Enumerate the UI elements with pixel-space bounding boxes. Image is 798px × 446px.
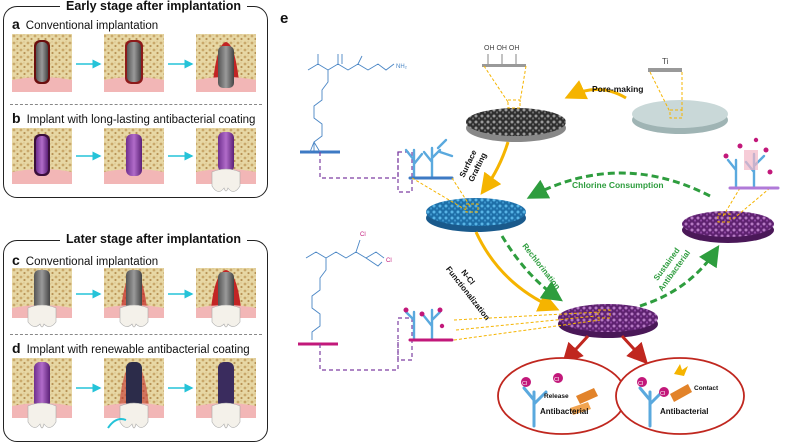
tile-b2 (104, 128, 164, 184)
panel-b-text: Implant with long-lasting antibacterial … (26, 114, 256, 126)
panel-a-label: a Conventional implantation (12, 16, 158, 32)
arrow-sustained-antibacterial (639, 244, 720, 308)
panel-c-letter: c (12, 252, 20, 268)
panel-a-letter: a (12, 16, 20, 32)
early-stage-title: Early stage after implantation (60, 0, 248, 13)
panel-a-images (12, 34, 256, 92)
panel-c-label: c Conventional implantation (12, 252, 158, 268)
release-oval (497, 357, 627, 435)
brush-blue-zoom (404, 138, 454, 180)
panel-b-images (12, 128, 256, 192)
arrow-rechlorination (500, 235, 563, 302)
antibacterial-left-label: Antibacterial (540, 407, 588, 416)
panel-d-label: d Implant with renewable antibacterial co… (12, 340, 250, 356)
nh2-label: NH₂ (396, 64, 408, 70)
arrow-chlorine-consumption (526, 171, 711, 199)
ti-disc (632, 100, 728, 134)
arrow-red-left (561, 334, 590, 365)
tile-a2 (104, 34, 164, 92)
tile-c2 (104, 268, 164, 328)
dashed-connectors-purple (319, 151, 413, 371)
panel-e-letter: e (280, 10, 289, 27)
tile-d1 (12, 358, 72, 429)
ti-bar (648, 68, 682, 72)
ti-label: Ti (662, 57, 669, 66)
brush-pink-zoom (404, 308, 454, 342)
later-divider (10, 334, 262, 335)
nci-purple-disc (558, 304, 658, 338)
cl-oval-1: Cl (522, 381, 527, 387)
panel-c-text: Conventional implantation (25, 256, 159, 268)
brush-topright (726, 150, 780, 190)
structure-amine (300, 54, 395, 154)
oh-label: OH OH OH (484, 45, 519, 52)
release-label: Release (544, 393, 569, 400)
cl-oval-2: Cl (554, 377, 559, 383)
chlorine-consumption-label: Chlorine Consumption (572, 180, 664, 190)
panel-b-letter: b (12, 110, 21, 126)
rechlorination-label: Rechlorination (520, 242, 562, 292)
panel-c-images (12, 268, 256, 328)
tile-c3 (196, 268, 256, 328)
contact-label: Contact (694, 385, 719, 392)
panel-d-text: Implant with renewable antibacterial coa… (26, 344, 250, 356)
cl-label-struct-2: Cl (386, 258, 392, 264)
later-stage-title: Later stage after implantation (60, 232, 248, 246)
antibacterial-purple-disc (682, 211, 774, 243)
tile-a1 (12, 34, 72, 92)
tile-b1 (12, 128, 72, 184)
panel-e-diagram: NH₂ Cl Cl Ti OH OH OH (298, 45, 780, 435)
tile-a3 (196, 34, 256, 92)
grafted-blue-disc (426, 198, 526, 232)
tile-d2 (104, 358, 164, 429)
panel-d-images (12, 358, 256, 429)
pore-making-label: Pore-making (592, 84, 644, 94)
tile-b3 (196, 128, 256, 192)
chloramine-dots-zoom (403, 307, 445, 329)
arrow-surface-grafting (480, 141, 510, 195)
nci-label: N-Cl Functionalization (444, 259, 500, 323)
antibacterial-right-label: Antibacterial (660, 407, 708, 416)
chloramine-dots-topright (723, 137, 773, 175)
structure-chloramine (298, 239, 385, 346)
arrow-pore-making (564, 80, 627, 100)
porous-ti-disc (466, 108, 566, 142)
surface-grafting-label: Surface Grafting (458, 147, 489, 184)
panel-d-letter: d (12, 340, 21, 356)
tile-c1 (12, 268, 72, 328)
contact-oval (615, 357, 745, 435)
tile-d3 (196, 358, 256, 429)
oh-bar (482, 64, 526, 67)
cl-label-struct-1: Cl (360, 232, 366, 238)
cl-oval-4: Cl (660, 391, 665, 397)
sustained-label: Sustained Antibacterial (648, 243, 692, 293)
early-divider (10, 104, 262, 105)
panel-b-label: b Implant with long-lasting antibacterial… (12, 110, 255, 126)
panel-a-text: Conventional implantation (25, 20, 159, 32)
cl-oval-3: Cl (638, 381, 643, 387)
arrow-red-right (620, 334, 649, 365)
arrow-nci (474, 231, 560, 312)
